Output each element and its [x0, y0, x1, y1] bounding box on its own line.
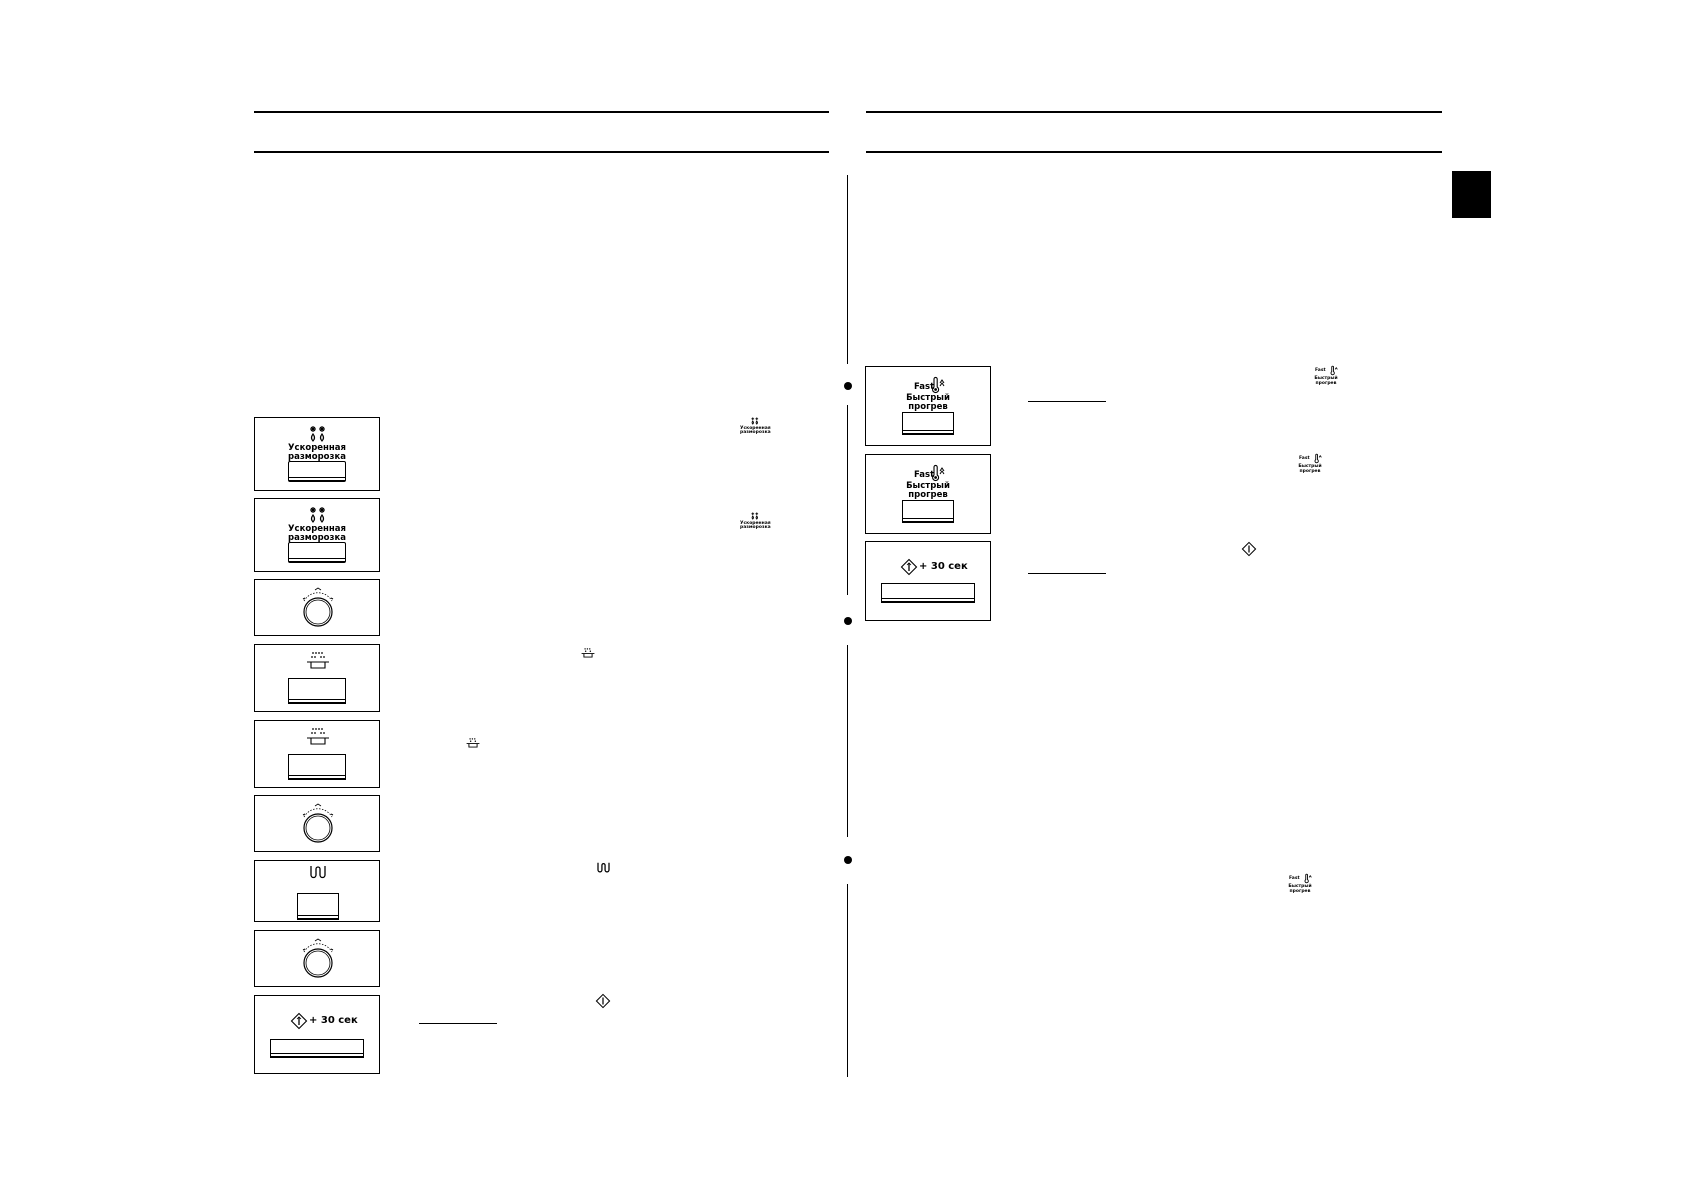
dial-knob-icon[interactable]: [298, 938, 338, 980]
bullet-dot: [844, 617, 852, 625]
inline-fast-line1: Быстрый: [1314, 376, 1338, 381]
fast-thermometer-icon: [932, 376, 945, 394]
inline-start-icon: [1241, 541, 1257, 557]
fast-label: Fast: [914, 382, 935, 392]
note-underline: [1028, 401, 1106, 402]
fast-label: Fast: [914, 470, 935, 480]
right-header-bottom-rule: [866, 151, 1442, 153]
fast-heat-button-panel: Fast Быстрый прогрев: [865, 366, 991, 446]
start-plus30-label: + 30 сек: [919, 561, 968, 572]
inline-fast-label: Fast: [1299, 456, 1310, 461]
inline-fast-line1: Быстрый: [1288, 884, 1312, 889]
defrost-button-panel: Ускоренная разморозка: [254, 498, 380, 572]
inline-fast-line2: прогрев: [1315, 381, 1337, 386]
inline-steam-icon: [581, 648, 595, 658]
inline-fast-line1: Быстрый: [1298, 464, 1322, 469]
start-button[interactable]: [270, 1039, 364, 1058]
defrost-label-line1: Ускоренная: [288, 443, 346, 453]
defrost-label-line1: Ускоренная: [288, 524, 346, 534]
grill-button[interactable]: [297, 893, 339, 920]
steam-button-panel: [254, 720, 380, 788]
fast-label-line2: прогрев: [908, 402, 948, 412]
inline-fast-icon: Fast Быстрый прогрев: [1310, 365, 1342, 388]
bullet-dot: [844, 856, 852, 864]
defrost-button[interactable]: [288, 461, 346, 482]
note-underline: [419, 1023, 497, 1024]
inline-steam-icon: [466, 738, 480, 748]
fast-heat-button[interactable]: [902, 500, 954, 523]
steam-pot-icon: [307, 652, 329, 669]
start-button-panel: + 30 сек: [254, 995, 380, 1074]
dial-knob-icon[interactable]: [298, 803, 338, 845]
inline-fast-label: Fast: [1315, 368, 1326, 373]
dial-panel: [254, 579, 380, 636]
column-divider-3: [847, 645, 848, 837]
section-tab: [1452, 171, 1491, 218]
inline-fast-label: Fast: [1289, 876, 1300, 881]
inline-fast-line2: прогрев: [1289, 889, 1311, 894]
left-header-top-rule: [254, 111, 829, 113]
steam-button-panel: [254, 644, 380, 712]
inline-start-icon: [595, 993, 611, 1009]
defrost-label-line2: разморозка: [288, 452, 346, 462]
inline-fast-icon: Fast Быстрый прогрев: [1294, 453, 1326, 476]
defrost-icon: [310, 507, 325, 523]
column-divider-1: [847, 175, 848, 364]
steam-pot-icon: [307, 728, 329, 745]
start-button-panel: + 30 сек: [865, 541, 991, 621]
inline-defrost-label1: Ускоренная: [740, 426, 771, 431]
dial-knob-icon[interactable]: [298, 587, 338, 629]
inline-defrost-icon: Ускоренная разморозка: [740, 417, 771, 435]
dial-panel: [254, 795, 380, 852]
column-divider-2: [847, 405, 848, 595]
fast-label-line1: Быстрый: [906, 481, 950, 491]
start-plus30-label: + 30 сек: [309, 1015, 358, 1026]
inline-defrost-label2: разморозка: [740, 430, 771, 435]
steam-button[interactable]: [288, 678, 346, 704]
fast-heat-button-panel: Fast Быстрый прогрев: [865, 454, 991, 534]
inline-fast-line2: прогрев: [1299, 469, 1321, 474]
defrost-button-panel: Ускоренная разморозка: [254, 417, 380, 491]
bullet-dot: [844, 382, 852, 390]
right-header-top-rule: [866, 111, 1442, 113]
start-diamond-icon: [900, 558, 918, 576]
fast-thermometer-icon: [932, 464, 945, 482]
column-divider-4: [847, 884, 848, 1077]
inline-fast-icon: Fast Быстрый прогрев: [1284, 873, 1316, 896]
dial-panel: [254, 930, 380, 987]
inline-defrost-label2: разморозка: [740, 525, 771, 530]
inline-grill-icon: [597, 862, 610, 873]
left-header-bottom-rule: [254, 151, 829, 153]
fast-heat-button[interactable]: [902, 412, 954, 435]
defrost-label-line2: разморозка: [288, 533, 346, 543]
fast-label-line2: прогрев: [908, 490, 948, 500]
inline-defrost-label1: Ускоренная: [740, 521, 771, 526]
defrost-icon: [310, 426, 325, 442]
defrost-button[interactable]: [288, 542, 346, 563]
grill-icon: [310, 866, 326, 879]
fast-label-line1: Быстрый: [906, 393, 950, 403]
steam-button[interactable]: [288, 754, 346, 780]
start-button[interactable]: [881, 583, 975, 603]
inline-defrost-icon: Ускоренная разморозка: [740, 512, 771, 530]
grill-button-panel: [254, 860, 380, 922]
start-diamond-icon: [290, 1012, 308, 1030]
note-underline: [1028, 573, 1106, 574]
